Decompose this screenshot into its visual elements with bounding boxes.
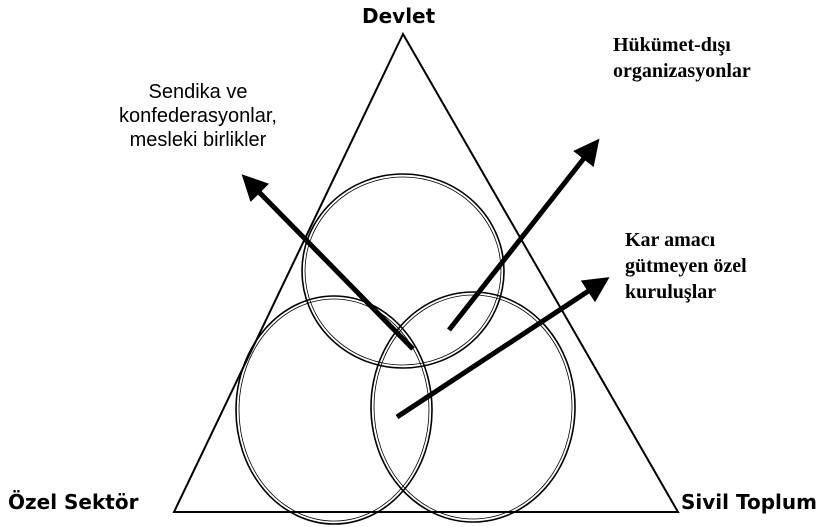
label-sendika-line-1: Sendika ve (148, 81, 248, 103)
label-hukumet-disi-line-1: Hükümet-dışı (613, 34, 731, 56)
label-kar-amaci-line-2: gütmeyen özel (625, 255, 747, 277)
triangle-frame (172, 31, 680, 513)
label-sendika: Sendika ve konfederasyonlar, mesleki bir… (111, 80, 285, 152)
circle-sivil-toplum (370, 291, 576, 523)
label-kar-amaci-line-3: kuruluşlar (625, 281, 717, 303)
label-kar-amaci-line-1: Kar amacı (625, 229, 716, 251)
arrow-kar-amaci (395, 277, 610, 420)
arrow-hukumet-disi (447, 138, 600, 332)
circle-devlet (301, 173, 505, 369)
vertex-label-devlet: Devlet (362, 4, 436, 28)
label-sendika-line-3: mesleki birlikler (129, 129, 267, 151)
arrow-sendika (241, 174, 415, 351)
circle-ozel-sektor (235, 295, 433, 525)
vertex-label-sivil-toplum: Sivil Toplum (681, 490, 817, 514)
vertex-label-ozel-sektor: Özel Sektör (8, 490, 139, 514)
label-hukumet-disi: Hükümet-dışı organizasyonlar (613, 32, 751, 84)
label-kar-amaci: Kar amacı gütmeyen özel kuruluşlar (625, 227, 747, 305)
label-sendika-line-2: konfederasyonlar, (119, 105, 277, 127)
label-hukumet-disi-line-2: organizasyonlar (613, 60, 751, 82)
